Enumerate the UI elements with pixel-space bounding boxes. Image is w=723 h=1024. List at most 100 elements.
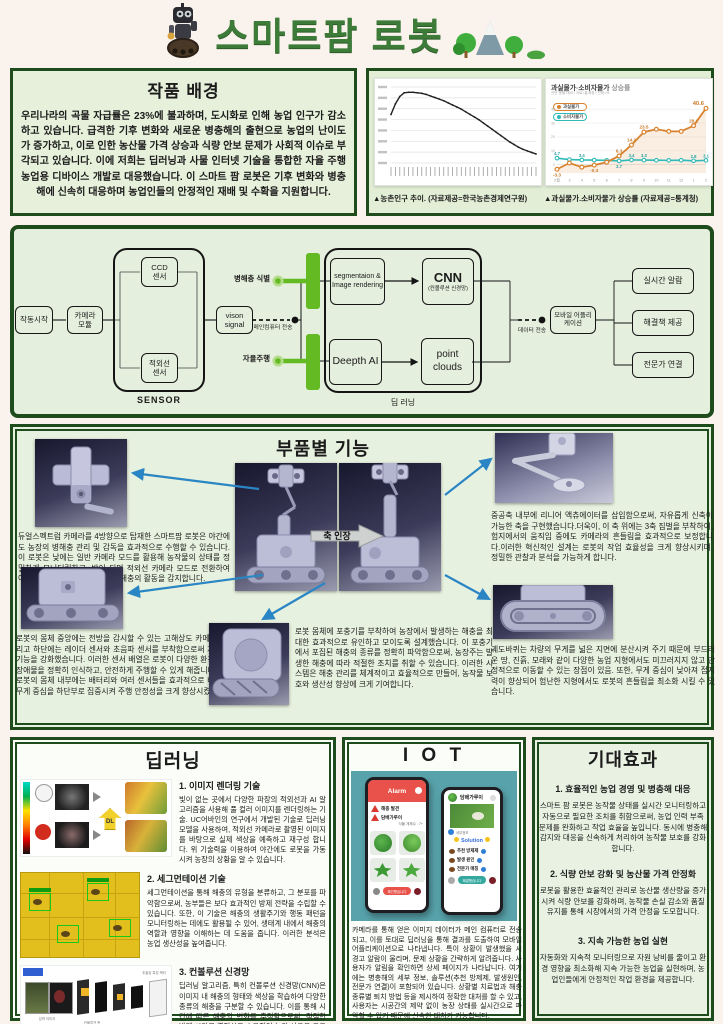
robot-render-2 — [339, 460, 441, 591]
iot-title: I O T — [402, 745, 466, 766]
system-diagram-panel: 작동시작 카메라 모듈 CCD 센서 적외선 센서 SENSOR vison s… — [10, 225, 714, 418]
diagram-out1-box: 실시간 알람 — [632, 268, 694, 294]
background-body: 우리나라의 곡물 자급률은 23%에 불과하며, 도시화로 인해 농업 인구가 … — [21, 111, 346, 198]
bug-icon — [449, 857, 455, 863]
header-trees-icon — [452, 3, 562, 64]
cnn-label-conv: 컨볼루션 층 — [83, 1021, 101, 1024]
confirm-button: 확인했습니다 — [382, 887, 412, 895]
svg-text:4: 4 — [581, 178, 584, 183]
alarm-phone-header: Alarm — [368, 780, 426, 802]
svg-text:3.4: 3.4 — [579, 153, 585, 158]
bell-icon — [415, 787, 422, 794]
alarm-phone-footer: 확인했습니다 — [368, 887, 426, 895]
solution-item-3: 전문가 매칭 — [449, 866, 495, 872]
svg-text:11: 11 — [667, 178, 671, 183]
legend-consumer: 소비자물가 — [553, 113, 588, 121]
header: 스마트팜 로봇 — [0, 0, 723, 66]
bug-icon — [449, 848, 455, 854]
warning-icon — [371, 805, 379, 812]
price-chart-legend: 과실물가 소비자물가 — [553, 103, 588, 121]
diagram-sensor-label: SENSOR — [136, 395, 181, 405]
svg-text:3.4: 3.4 — [629, 153, 635, 158]
svg-text:3.1: 3.1 — [703, 153, 709, 158]
effect-1-heading: 1. 효율적인 농업 경영 및 병충해 대응 — [555, 784, 691, 794]
diagram-cnn-box: CNN (컨볼루션 신경망) — [422, 258, 474, 305]
price-chart-subtitle: 전년 동월 대비 / 자료=통계청 / 단위=% — [551, 91, 610, 95]
robot-mascot-icon — [161, 2, 205, 64]
price-chart-title: 과실물가·소비자물가 상승률 — [551, 85, 631, 92]
axis-extension-arrow: 축 인장 — [310, 524, 385, 548]
population-chart — [374, 78, 542, 186]
svg-text:10: 10 — [654, 178, 659, 183]
background-panel: 작품 배경 우리나라의 곡물 자급률은 23%에 불과하며, 도시화로 인해 농… — [10, 68, 357, 216]
svg-text:2월: 2월 — [554, 178, 560, 183]
diagram-segmentation-box: segmentaion & Image rendering — [330, 258, 385, 305]
svg-text:20: 20 — [551, 135, 555, 139]
svg-text:-0.3: -0.3 — [590, 168, 598, 173]
effect-2-heading: 2. 식량 안보 강화 및 농산물 가격 안정화 — [550, 868, 696, 879]
effect-3-heading: 3. 지속 가능한 농업 실현 — [578, 936, 668, 947]
alert-row-1: 해충 발견 — [371, 805, 423, 812]
dl-item-1-body: 빛이 없는 곳에서 다양한 파장의 적외선과 AI 알고리즘을 사용해 풀 컬러… — [179, 795, 326, 865]
resolved-button: 해결했습니다 — [457, 876, 487, 884]
parts-panel: 부품별 기능 듀얼스펙트럼 카메라를 4방향으로 탑재한 스마트팜 로봇은 야간… — [10, 424, 715, 730]
arm-gimbal-image — [495, 432, 613, 503]
price-chart: 과실물가·소비자물가 상승률 전년 동월 대비 / 자료=통계청 / 단위=% … — [545, 78, 713, 186]
solution-phone-footer: 해결했습니다 — [444, 876, 500, 884]
effect-2-body: 로봇을 활용한 효율적인 관리로 농산물 생산량을 증가시켜 식량 안보를 강화… — [539, 885, 707, 917]
robot-body-image — [21, 567, 123, 629]
cnn-label-input: 입력 이미지 — [38, 1017, 56, 1022]
svg-text:2.7: 2.7 — [616, 164, 622, 169]
svg-text:30: 30 — [551, 121, 555, 125]
diagram-deeplearning-label: 딥 러닝 — [390, 398, 416, 407]
svg-text:0: 0 — [553, 163, 555, 167]
svg-text:28.1: 28.1 — [689, 118, 698, 123]
svg-text:9: 9 — [643, 178, 645, 183]
dl-arrow-badge: DL — [99, 808, 121, 830]
bug-icon — [449, 866, 455, 872]
plant-count: 식물 개체수 : 7+ — [398, 822, 423, 826]
svg-text:7: 7 — [618, 178, 620, 183]
solution-phone: 담배가루이 세부정보 Solution 추천 방제제 발생 원인 전문가 매칭 — [441, 787, 503, 915]
bulb-icon — [454, 837, 459, 842]
diagram-auto-label: 자율주행 — [242, 354, 270, 363]
svg-text:23.5: 23.5 — [639, 125, 648, 130]
diagram-pest-label: 병해충 식별 — [233, 274, 270, 283]
effect-3-body: 자동화와 지속적 모니터링으로 자원 낭비를 줄이고 환경 영향을 최소화해 지… — [539, 953, 707, 984]
diagram-data-transfer-label: 데이터 전송 — [517, 328, 547, 334]
segmentation-image — [20, 872, 140, 959]
camera-module-image — [35, 439, 127, 527]
diagram-green-bar-bottom — [306, 334, 320, 390]
diagram-deeplearning-group — [324, 248, 482, 393]
svg-text:6.3: 6.3 — [616, 149, 623, 154]
body-text: 로봇의 몸체 중앙에는 전방을 감시할 수 있는 고해상도 카메라를, 그리고 … — [16, 634, 236, 696]
dl-item-3-heading: 3. 컨볼루션 신경망 — [179, 967, 250, 978]
svg-text:2.8: 2.8 — [691, 154, 697, 159]
solution-phone-header: 담배가루이 — [444, 790, 500, 803]
parts-title: 부품별 기능 — [276, 439, 370, 459]
effects-panel: 기대효과 1. 효율적인 농업 경영 및 병충해 대응 스마트 팜 로봇은 농작… — [532, 737, 714, 1021]
solution-row: Solution — [444, 837, 500, 844]
svg-text:14.2: 14.2 — [627, 138, 636, 143]
svg-text:40.6: 40.6 — [693, 101, 705, 107]
svg-text:12: 12 — [679, 178, 683, 183]
solution-item-2: 발생 원인 — [449, 857, 495, 863]
diagram-lines — [52, 271, 632, 369]
track-wheel-image — [493, 584, 613, 639]
track-text: 궤도바퀴는 차량의 무게를 넓은 지면에 분산시켜 주기 때문에 부드러운 땅,… — [491, 645, 715, 697]
diagram-ir-box: 적외선 센서 — [141, 353, 178, 383]
svg-text:6: 6 — [606, 178, 608, 183]
cnn-diagram-image: 입력 이미지 컨볼루션 층 풀링 층 추출된 특징 벡터 — [20, 965, 172, 1024]
warning-icon — [371, 814, 379, 821]
dl-item-3-body: 딥러닝 알고리즘, 특히 컨볼루션 신경망(CNN)은 이미지 내 해충의 형태… — [179, 981, 326, 1024]
diagram-depth-box: Deepth AI — [329, 339, 382, 385]
deeplearning-item-1: DL 1. 이미지 렌더링 기술 빛이 없는 곳에서 다양한 파장의 적외선과 … — [20, 779, 326, 865]
diagram-mobile-box: 모바일 어플리케이션 — [550, 306, 596, 334]
deeplearning-title: 딥러닝 — [145, 751, 201, 772]
charts-panel: 과실물가·소비자물가 상승률 전년 동월 대비 / 자료=통계청 / 단위=% … — [366, 68, 714, 216]
price-chart-caption: ▲과실물가.소비자물가 상승률 (자료제공=통계청) — [544, 194, 699, 203]
alert-row-2: 담배가루이 — [371, 814, 423, 821]
svg-text:4.7: 4.7 — [554, 151, 560, 156]
diagram-sensor-group — [113, 248, 205, 392]
